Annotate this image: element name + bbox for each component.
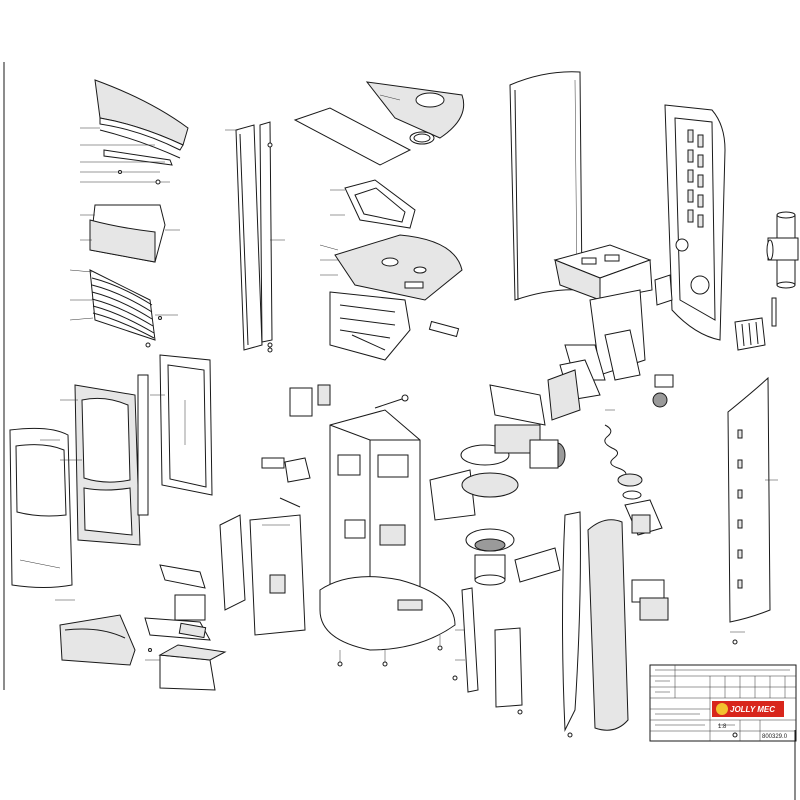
fasteners (145, 316, 738, 738)
burner-plate-part (319, 234, 463, 301)
louvered-grille-part (69, 269, 178, 341)
center-rail-part (455, 587, 523, 708)
scale-mark: 1:8 (718, 724, 727, 730)
auger-chute-part (547, 329, 674, 421)
sensor-bracket-part (261, 384, 409, 508)
firebox-tray-part (329, 291, 460, 361)
title-block: 1:8 800329.0 JOLLY MEC (649, 664, 797, 742)
door-seal-part (137, 374, 165, 516)
main-chassis-part (319, 409, 456, 662)
rear-shell-part (509, 71, 583, 301)
long-profile-part (562, 511, 629, 732)
auger-screw-part (604, 409, 643, 500)
gear-motor-part (624, 499, 669, 621)
ash-drawer-front-part (55, 599, 136, 666)
door-glass-part (159, 354, 213, 496)
blower-motor-part (489, 384, 566, 469)
vent-grille-part (734, 297, 777, 351)
front-panel-part (9, 427, 73, 588)
door-frame-part (60, 384, 141, 546)
hopper-lid-part (144, 564, 211, 641)
frame-ring-part (330, 179, 416, 229)
drawing-number: 800329.0 (762, 734, 788, 740)
ash-drawer-part (145, 644, 227, 691)
right-side-panel-part (727, 376, 778, 633)
brand-name: JOLLY MEC (730, 705, 775, 714)
lower-side-panel-part (219, 514, 306, 636)
side-rail-part (225, 121, 285, 351)
top-plate-part (293, 81, 465, 166)
t-pipe-fitting-part (766, 211, 799, 289)
brand-logo: JOLLY MEC (712, 701, 784, 717)
top-cover-part (80, 79, 189, 185)
bracket-panel-part (80, 204, 180, 263)
perforated-panel-part (664, 104, 726, 341)
